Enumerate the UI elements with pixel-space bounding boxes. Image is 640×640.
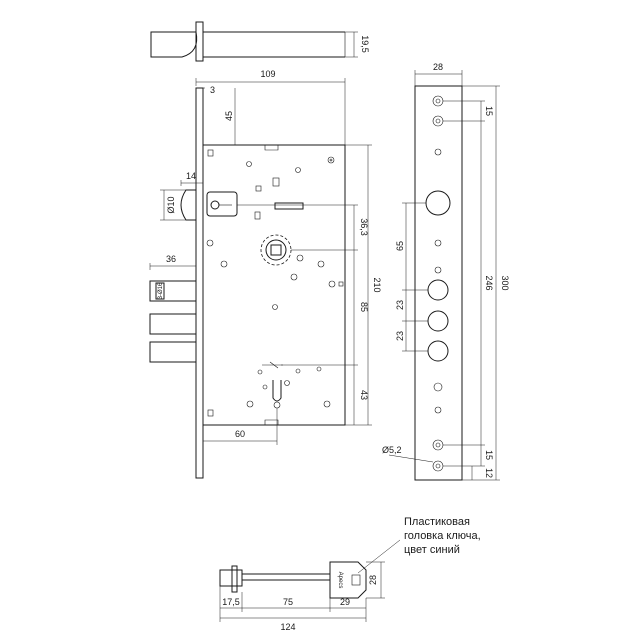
dim-plate-23a: 23 bbox=[395, 300, 405, 310]
dim-key-height: 28 bbox=[368, 575, 378, 585]
dim-latch-dia: Ø10 bbox=[166, 196, 176, 213]
dim-key-offset: 43 bbox=[359, 390, 369, 400]
dim-cylinder-center: 36,3 bbox=[359, 218, 369, 236]
dim-backset: 60 bbox=[235, 429, 245, 439]
key-view: Apecs 28 17,5 75 29 124 bbox=[219, 539, 401, 632]
note-line-3: цвет синий bbox=[404, 544, 460, 556]
dim-plate-65: 65 bbox=[395, 241, 405, 251]
dim-faceplate: 3 bbox=[210, 85, 215, 95]
dim-plate-total: 300 bbox=[500, 275, 510, 290]
gear-mark-1 bbox=[327, 156, 335, 164]
dim-plate-hole-dia: Ø5,2 bbox=[382, 445, 402, 455]
dim-plate-bottom-12: 12 bbox=[484, 468, 494, 478]
dim-top-thickness: 19,5 bbox=[360, 35, 370, 53]
dim-plate-width: 28 bbox=[433, 62, 443, 72]
dim-plate-23b: 23 bbox=[395, 331, 405, 341]
dim-key-124: 124 bbox=[280, 622, 295, 632]
dim-plate-top-15: 15 bbox=[484, 106, 494, 116]
note-line-1: Пластиковая bbox=[404, 516, 470, 528]
key-brand-label: Apecs bbox=[337, 572, 343, 589]
key-head-note: Пластиковая головка ключа, цвет синий bbox=[404, 516, 481, 556]
dim-total-width: 109 bbox=[260, 69, 275, 79]
dim-key-75: 75 bbox=[283, 597, 293, 607]
dim-case-height: 210 bbox=[372, 277, 382, 292]
dim-handle-key: 85 bbox=[359, 302, 369, 312]
note-line-2: головка ключа, bbox=[404, 530, 481, 542]
dim-key-29: 29 bbox=[340, 597, 350, 607]
dim-latch: 14 bbox=[186, 171, 196, 181]
side-view: 28 65 23 23 300 15 bbox=[382, 62, 510, 481]
dim-bolt-projection: 36 bbox=[166, 254, 176, 264]
top-view: 19,5 bbox=[150, 21, 370, 62]
dim-bolt-dia: 3-Ø16 bbox=[158, 282, 164, 299]
front-view: 109 3 45 14 Ø10 3 bbox=[149, 69, 382, 479]
dim-top-offset: 45 bbox=[224, 111, 234, 121]
dim-key-17-5: 17,5 bbox=[222, 597, 240, 607]
dim-plate-inner: 246 bbox=[484, 275, 494, 290]
dim-plate-bottom-15: 15 bbox=[484, 450, 494, 460]
